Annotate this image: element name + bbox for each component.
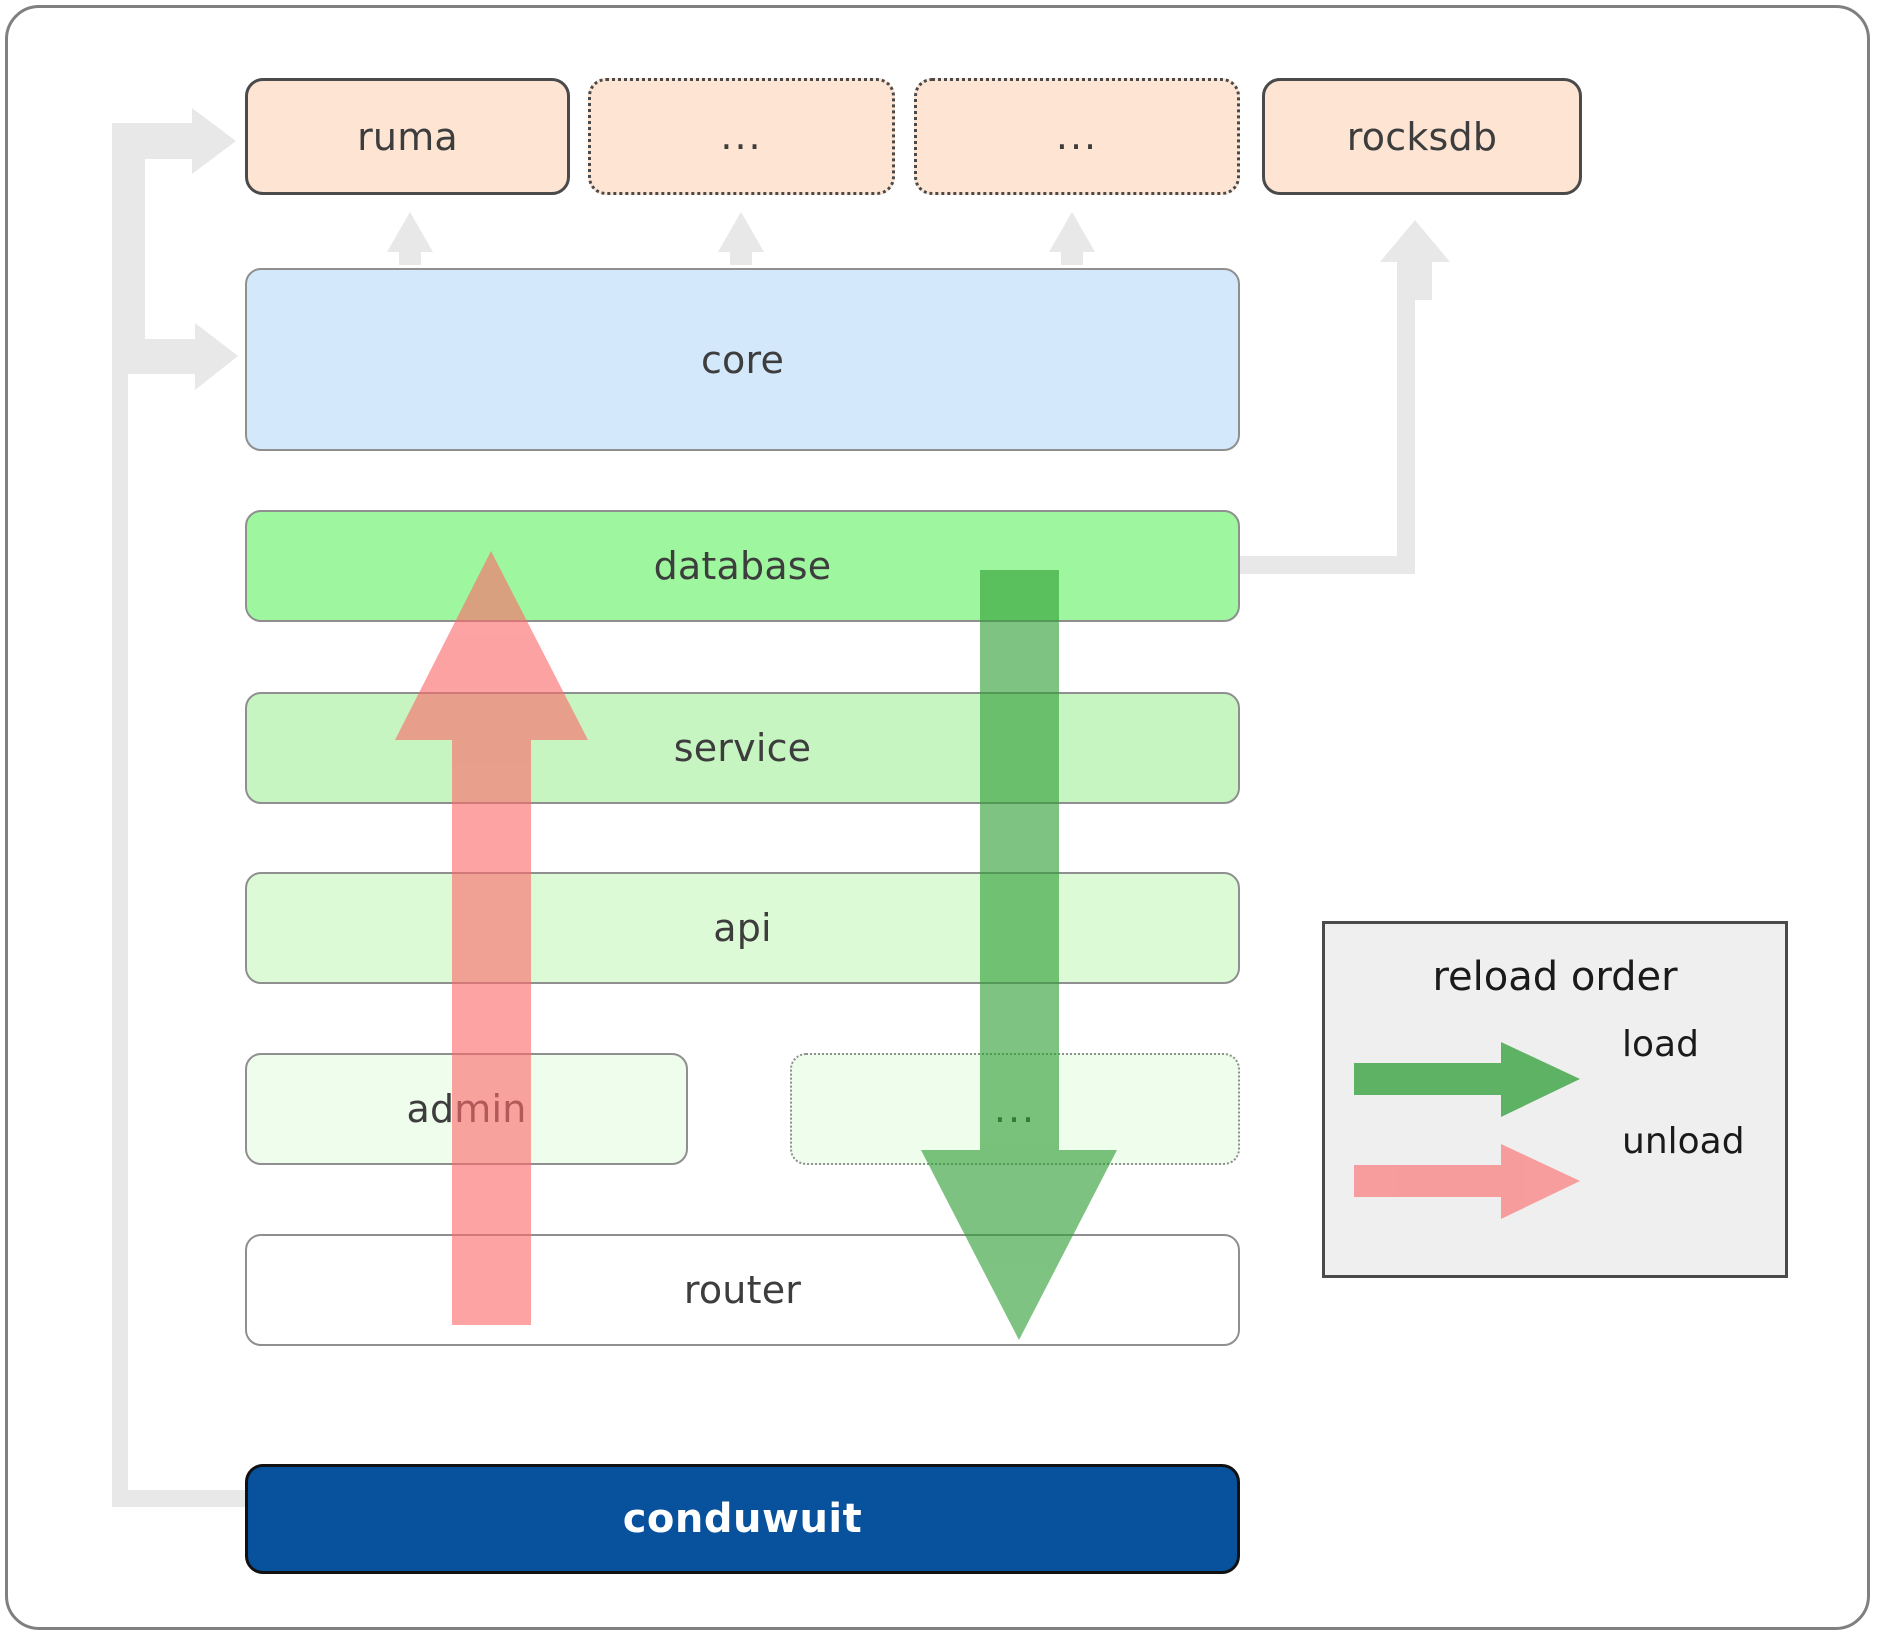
layer-box-service[interactable]: service bbox=[245, 692, 1240, 804]
layer-label: service bbox=[673, 726, 812, 770]
layer-box-admin[interactable]: admin bbox=[245, 1053, 688, 1165]
dependency-label: ... bbox=[1055, 114, 1099, 159]
dependency-box-ruma[interactable]: ruma bbox=[245, 78, 570, 195]
core-box[interactable]: core bbox=[245, 268, 1240, 451]
core-label: core bbox=[700, 337, 785, 382]
dependency-label: rocksdb bbox=[1346, 114, 1498, 159]
legend-panel: reload order load unload bbox=[1322, 921, 1788, 1278]
diagram-frame bbox=[5, 5, 1870, 1630]
dependency-box-rocksdb[interactable]: rocksdb bbox=[1262, 78, 1582, 195]
binary-label: conduwuit bbox=[622, 1496, 863, 1542]
legend-title: reload order bbox=[1432, 954, 1678, 1000]
layer-box-api[interactable]: api bbox=[245, 872, 1240, 984]
legend-label-load: load bbox=[1622, 1024, 1699, 1065]
layer-box-database[interactable]: database bbox=[245, 510, 1240, 622]
dependency-box-placeholder-1[interactable]: ... bbox=[588, 78, 895, 195]
layer-label: ... bbox=[993, 1086, 1037, 1131]
layer-box-router[interactable]: router bbox=[245, 1234, 1240, 1346]
layer-box-placeholder[interactable]: ... bbox=[790, 1053, 1240, 1165]
dependency-label: ... bbox=[720, 114, 763, 159]
dependency-label: ruma bbox=[357, 114, 458, 159]
layer-label: router bbox=[683, 1268, 802, 1312]
dependency-box-placeholder-2[interactable]: ... bbox=[914, 78, 1240, 195]
layer-label: admin bbox=[406, 1087, 527, 1131]
binary-box-conduwuit[interactable]: conduwuit bbox=[245, 1464, 1240, 1574]
layer-label: database bbox=[653, 544, 832, 588]
legend-label-unload: unload bbox=[1622, 1121, 1745, 1162]
layer-label: api bbox=[713, 906, 772, 950]
